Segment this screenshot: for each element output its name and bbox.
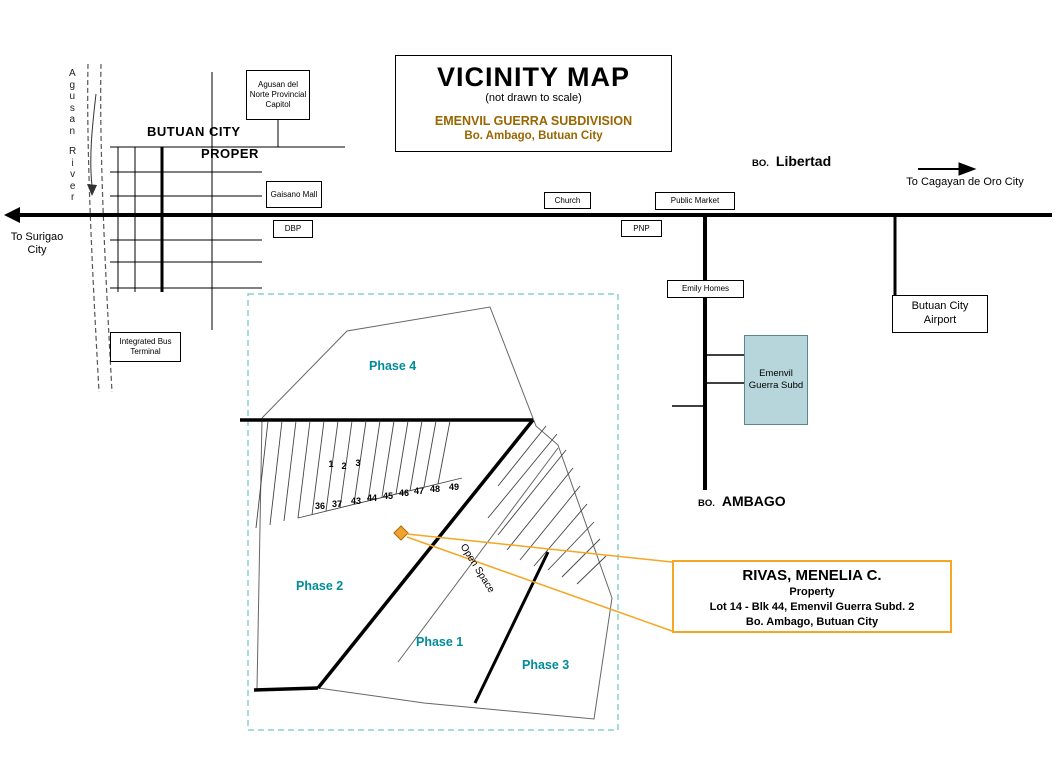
callout-property-label: Property [789,586,835,598]
lot-number: 36 [314,501,325,511]
landmark-public-market: Public Market [655,192,735,210]
subdivision-name: EMENVIL GUERRA SUBDIVISION [434,114,633,128]
to-cagayan-label: To Cagayan de Oro City [906,176,1024,188]
phase-2-label: Phase 2 [296,579,344,593]
landmark-butuan-airport: Butuan City Airport [892,295,988,333]
lot-number: 3 [355,458,361,468]
landmark-gaisano-mall: Gaisano Mall [266,181,322,208]
lot-number: 49 [448,482,459,492]
landmark-emily-homes: Emily Homes [667,280,744,298]
lot-lines-left [255,420,463,529]
bo-libertad-name: Libertad [775,153,832,169]
title-box: VICINITY MAP (not drawn to scale) EMENVI… [395,55,672,152]
lot-number: 48 [429,484,440,494]
bo-ambago-prefix: BO. [698,498,715,509]
city-street-grid [110,72,345,330]
callout-location: Bo. Ambago, Butuan City [745,616,879,628]
bo-ambago-label: BO. AMBAGO [698,493,786,509]
lot-number: 45 [382,491,393,501]
to-surigao-label: To Surigao City [10,231,64,256]
property-marker-icon [393,525,409,541]
proper-label: PROPER [201,146,259,161]
phase-4-label: Phase 4 [369,359,417,373]
detail-boundary-rect [247,293,619,731]
lot-number: 43 [350,496,361,506]
west-arrowhead-icon [4,207,20,223]
bo-libertad-prefix: BO. [752,158,769,169]
callout-pointer-lines [406,533,673,632]
lot-number: 1 [328,459,334,469]
phase-3-label: Phase 3 [522,658,570,672]
river-name-river: R i v e r [69,146,77,203]
scale-note: (not drawn to scale) [485,92,582,104]
callout-owner: RIVAS, MENELIA C. [742,567,882,584]
lot-lines-right [487,425,607,585]
bo-ambago-name: AMBAGO [721,493,786,509]
landmark-bus-terminal: Integrated Bus Terminal [110,332,181,362]
river-name-agusan: A g u s a n [69,68,76,137]
river-flow-arrow [87,93,97,196]
subdivision-boundary [256,306,613,720]
landmark-emenvil-subd: Emenvil Guerra Subd [744,335,808,425]
map-title: VICINITY MAP [436,62,631,92]
property-callout-box: RIVAS, MENELIA C. Property Lot 14 - Blk … [672,560,952,633]
phase-1-label: Phase 1 [416,635,464,649]
landmark-capitol: Agusan del Norte Provincial Capitol [246,70,310,120]
subdivision-roads [240,418,550,704]
subdivision-location: Bo. Ambago, Butuan City [464,130,603,142]
landmark-pnp: PNP [621,220,662,237]
open-space-line [397,447,559,663]
lot-number: 47 [413,486,424,496]
landmark-church: Church [544,192,591,209]
east-direction-arrow-icon [918,162,977,176]
lot-number: 44 [366,493,377,503]
ambago-road [672,217,744,490]
lot-number: 46 [398,488,409,498]
lot-number: 2 [341,461,347,471]
landmark-dbp: DBP [273,220,313,238]
butuan-city-label: BUTUAN CITY [147,124,241,139]
callout-lot-block: Lot 14 - Blk 44, Emenvil Guerra Subd. 2 [709,601,915,613]
bo-libertad-label: BO. Libertad [752,153,831,169]
lot-number: 37 [331,499,342,509]
agusan-river [87,63,113,393]
